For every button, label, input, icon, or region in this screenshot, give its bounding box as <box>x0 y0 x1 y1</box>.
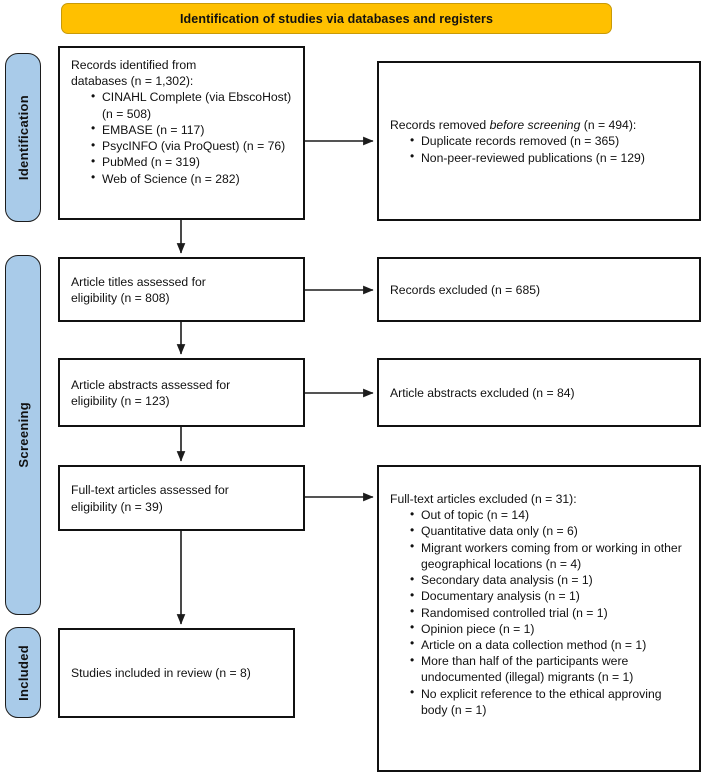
fulltext-excluded-heading: Full-text articles excluded (n = 31): <box>390 492 577 506</box>
list-item: Out of topic (n = 14) <box>410 507 689 523</box>
records-removed-heading-post: (n = 494): <box>580 118 637 133</box>
list-item: PsycINFO (via ProQuest) (n = 76) <box>91 138 293 154</box>
abstracts-excluded-text: Article abstracts excluded (n = 84) <box>390 385 575 400</box>
list-item: Non-peer-reviewed publications (n = 129) <box>410 149 689 166</box>
stage-label-screening-text: Screening <box>15 402 31 468</box>
list-item: Duplicate records removed (n = 365) <box>410 133 689 149</box>
records-excluded-text: Records excluded (n = 685) <box>390 282 541 297</box>
article-abstracts-line2: eligibility (n = 123) <box>71 394 170 408</box>
box-studies-included: Studies included in review (n = 8) <box>58 628 295 718</box>
list-item: More than half of the participants were … <box>410 653 689 685</box>
records-removed-heading-pre: Records removed <box>390 118 490 133</box>
box-fulltext-assessed: Full-text articles assessed for eligibil… <box>58 465 305 531</box>
list-item: Opinion piece (n = 1) <box>410 620 689 637</box>
list-item: CINAHL Complete (via EbscoHost) (n = 508… <box>91 89 293 121</box>
stage-label-identification-text: Identification <box>15 94 31 181</box>
stage-label-included-text: Included <box>15 644 31 701</box>
banner-label: Identification of studies via databases … <box>179 11 494 26</box>
records-removed-heading-italic: before screening <box>489 118 581 133</box>
records-removed-list: Duplicate records removed (n = 365) Non-… <box>390 133 689 165</box>
article-titles-line2: eligibility (n = 808) <box>71 291 170 305</box>
list-item: No explicit reference to the ethical app… <box>410 685 689 718</box>
list-item: PubMed (n = 319) <box>91 154 293 170</box>
box-article-abstracts-assessed: Article abstracts assessed for eligibili… <box>58 358 305 427</box>
fulltext-excluded-list: Out of topic (n = 14) Quantitative data … <box>390 507 689 718</box>
list-item: Documentary analysis (n = 1) <box>410 588 689 604</box>
fulltext-assessed-line1: Full-text articles assessed for <box>71 483 229 498</box>
list-item: Quantitative data only (n = 6) <box>410 523 689 539</box>
diagram-banner-title: Identification of studies via databases … <box>61 3 612 34</box>
fulltext-assessed-line2: eligibility (n = 39) <box>71 499 163 514</box>
article-abstracts-line1: Article abstracts assessed for <box>71 377 231 392</box>
box-records-removed: Records removed before screening (n = 49… <box>377 61 701 221</box>
records-identified-heading-line2: databases (n = 1,302): <box>71 74 194 89</box>
box-fulltext-excluded: Full-text articles excluded (n = 31): Ou… <box>377 465 701 772</box>
box-article-abstracts-excluded: Article abstracts excluded (n = 84) <box>377 358 701 427</box>
box-records-identified: Records identified from databases (n = 1… <box>58 46 305 220</box>
stage-label-included: Included <box>5 627 41 718</box>
records-identified-heading-line1: Records identified from <box>71 58 197 72</box>
stage-label-identification: Identification <box>5 53 41 222</box>
studies-included-text: Studies included in review (n = 8) <box>71 666 251 681</box>
box-article-titles-assessed: Article titles assessed for eligibility … <box>58 257 305 322</box>
list-item: Randomised controlled trial (n = 1) <box>410 604 689 621</box>
list-item: Web of Science (n = 282) <box>91 170 293 187</box>
list-item: Migrant workers coming from or working i… <box>410 539 689 572</box>
box-records-excluded: Records excluded (n = 685) <box>377 257 701 322</box>
records-identified-list: CINAHL Complete (via EbscoHost) (n = 508… <box>71 89 293 186</box>
stage-label-screening: Screening <box>5 255 41 615</box>
records-removed-heading: Records removed before screening (n = 49… <box>390 117 689 133</box>
list-item: Article on a data collection method (n =… <box>410 636 689 653</box>
article-titles-line1: Article titles assessed for <box>71 274 206 289</box>
list-item: EMBASE (n = 117) <box>91 121 293 138</box>
list-item: Secondary data analysis (n = 1) <box>410 572 689 588</box>
